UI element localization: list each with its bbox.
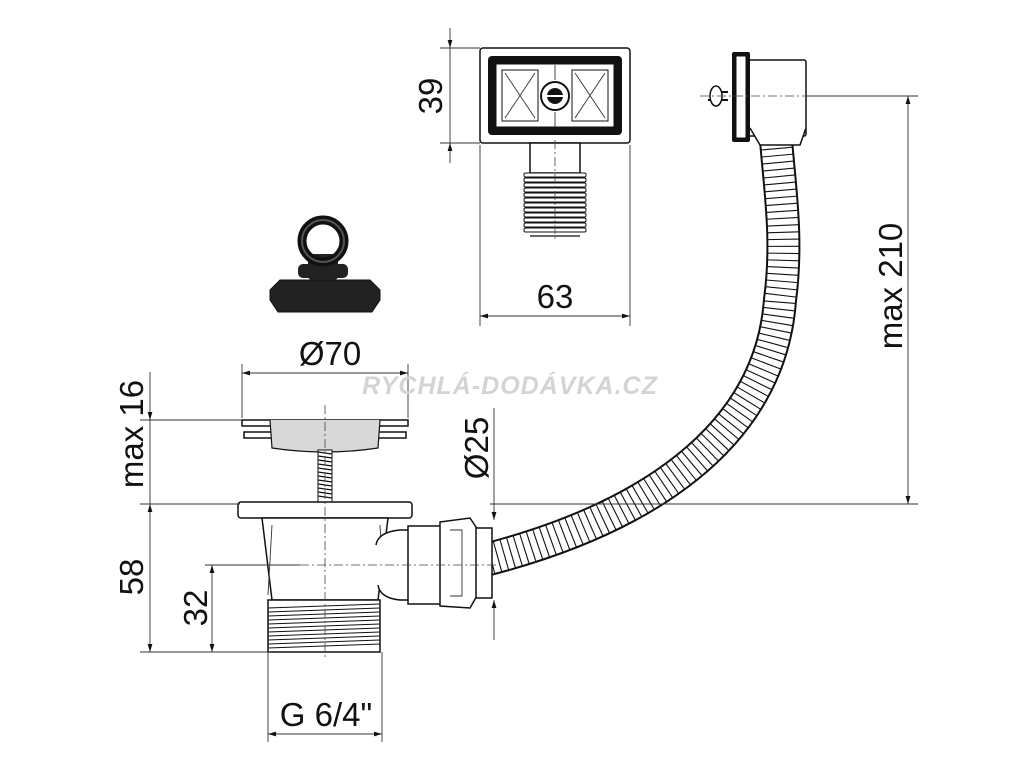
dimension-32: 32 [177,564,300,652]
dim-overflow-height: 39 [412,78,449,115]
dimension-39: 39 [412,28,480,163]
dim-hose-diameter: Ø25 [458,417,495,479]
dim-strainer-diameter: Ø70 [299,335,361,372]
dim-thread-size: G 6/4" [280,696,372,733]
dimension-thread-size: G 6/4" [267,652,383,742]
dimension-diameter-70: Ø70 [241,335,409,418]
dimension-max-16: max 16 [113,372,242,505]
hose-end-connector [700,52,910,146]
waste-body [237,405,500,660]
dim-overflow-width: 63 [537,278,574,315]
corrugated-hose [480,138,801,577]
watermark: RYCHLÁ-DODÁVKA.CZ [362,371,658,400]
dimension-max-210: max 210 [490,95,918,505]
sink-plug [269,215,381,313]
dim-hose-length: max 210 [872,223,909,350]
dim-strainer-height: max 16 [113,380,150,488]
overflow-unit [479,47,631,240]
dimension-63: 63 [479,145,631,326]
dim-thread-height: 32 [177,590,214,627]
dimension-58: 58 [113,504,270,653]
dim-body-height: 58 [113,559,150,596]
dimension-diameter-25: Ø25 [458,408,497,640]
